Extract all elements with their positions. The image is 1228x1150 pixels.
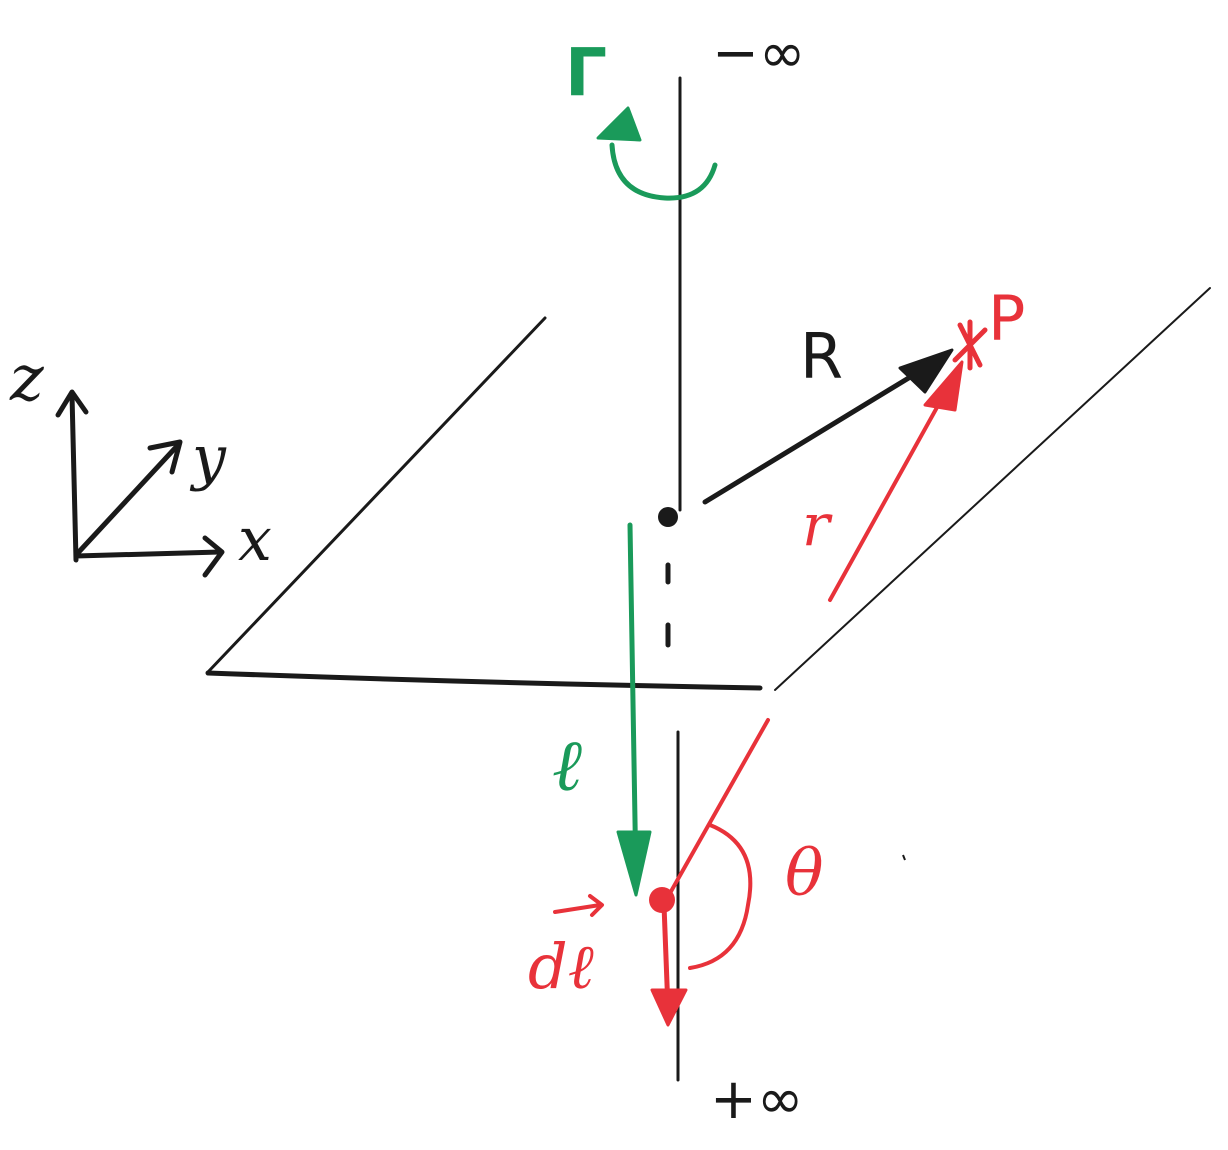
plane-left-edge	[206, 316, 547, 674]
plane-front-edge	[205, 670, 763, 691]
length-l-label: ℓ	[552, 723, 582, 807]
vector-r-arrowhead-icon	[923, 360, 964, 412]
plus-infinity-label: +∞	[710, 1067, 804, 1132]
circulation-arrow	[609, 142, 718, 201]
vector-r-label: r	[802, 491, 833, 559]
angle-theta-arc	[688, 823, 753, 970]
element-dl-label: dℓ	[528, 930, 594, 1003]
coordinate-axes	[55, 389, 225, 578]
stray-dot	[902, 854, 906, 861]
gamma-label: Γ	[565, 34, 607, 111]
length-l-arrowhead-icon	[616, 830, 652, 897]
point-P-star-icon	[952, 319, 988, 371]
circulation-arrowhead-icon	[596, 106, 642, 142]
vector-r	[828, 373, 957, 602]
angle-theta-label: θ	[785, 837, 824, 911]
axis-z-label: z	[9, 342, 45, 416]
point-P-label: P	[988, 282, 1025, 355]
length-l-line	[627, 522, 639, 883]
red-connector-line	[663, 718, 770, 904]
element-dl-point	[649, 887, 675, 913]
origin-point	[658, 507, 678, 527]
axis-x-label: x	[238, 505, 272, 575]
element-dl-arrowhead-icon	[650, 988, 688, 1027]
axis-y-label: y	[189, 423, 227, 493]
plane-right-edge	[774, 287, 1211, 691]
minus-infinity-label: −∞	[712, 21, 806, 86]
element-dl-overarrow-icon	[553, 894, 604, 917]
vector-R-label: R	[800, 320, 843, 393]
vector-R	[702, 362, 933, 505]
vector-R-arrowhead-icon	[898, 348, 954, 394]
